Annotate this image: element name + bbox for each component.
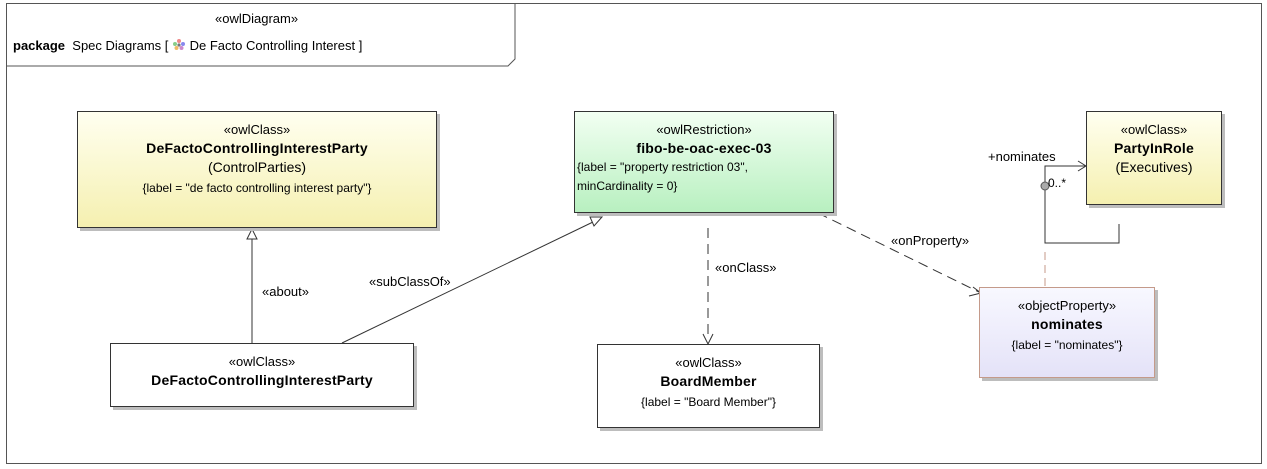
restriction-name: fibo-be-oac-exec-03 bbox=[636, 140, 772, 156]
class-name: DeFactoControllingInterestParty bbox=[151, 372, 373, 388]
multiplicity-label: 0..* bbox=[1048, 176, 1067, 190]
class-name: BoardMember bbox=[660, 373, 757, 389]
frame-title: Spec Diagrams [ bbox=[72, 38, 169, 53]
class-stereotype: «owlClass» bbox=[675, 355, 742, 370]
onproperty-edge bbox=[817, 212, 982, 294]
frame-diagram-name: De Facto Controlling Interest ] bbox=[189, 38, 363, 53]
role-label: +nominates bbox=[988, 149, 1056, 164]
ownership-dot bbox=[1040, 181, 1050, 191]
onclass-arrowhead bbox=[702, 333, 714, 346]
class-name: PartyInRole bbox=[1114, 140, 1194, 156]
subclassof-edge bbox=[341, 221, 594, 344]
class-stereotype: «owlClass» bbox=[223, 122, 291, 137]
restriction-box[interactable]: «owlRestriction» fibo-be-oac-exec-03 {la… bbox=[574, 111, 834, 213]
frame-keyword: package bbox=[13, 38, 66, 53]
class-stereotype: «owlClass» bbox=[1120, 122, 1188, 137]
objectproperty-name: nominates bbox=[1031, 316, 1103, 332]
class-subtitle: (Executives) bbox=[1115, 159, 1193, 175]
restriction-label-line1: {label = "property restriction 03", bbox=[577, 160, 748, 174]
class-subtitle: (ControlParties) bbox=[207, 159, 307, 175]
class-box-defactocontrollinginterestparty-top[interactable]: «owlClass» DeFactoControllingInterestPar… bbox=[77, 111, 437, 228]
restriction-label-line2: minCardinality = 0} bbox=[577, 179, 678, 193]
class-label: {label = "Board Member"} bbox=[641, 395, 776, 409]
class-name: DeFactoControllingInterestParty bbox=[146, 140, 368, 156]
diagram-flower-icon bbox=[173, 39, 185, 50]
subclassof-label: «subClassOf» bbox=[369, 274, 451, 289]
objectproperty-box-nominates[interactable]: «objectProperty» nominates {label = "nom… bbox=[979, 287, 1155, 378]
objectproperty-stereotype: «objectProperty» bbox=[1017, 298, 1117, 313]
subclassof-arrowhead bbox=[589, 216, 604, 227]
onproperty-label: «onProperty» bbox=[891, 233, 970, 248]
nominates-loop bbox=[1044, 165, 1120, 244]
diagram-frame bbox=[6, 3, 1262, 464]
about-label: «about» bbox=[262, 284, 309, 299]
objectproperty-label: {label = "nominates"} bbox=[1011, 338, 1123, 352]
class-box-partyinrole[interactable]: «owlClass» PartyInRole (Executives) bbox=[1086, 111, 1222, 205]
class-label: {label = "de facto controlling interest … bbox=[142, 181, 372, 195]
class-box-boardmember[interactable]: «owlClass» BoardMember {label = "Board M… bbox=[597, 344, 820, 428]
onclass-label: «onClass» bbox=[715, 260, 777, 275]
frame-stereotype: «owlDiagram» bbox=[215, 11, 299, 26]
about-arrowhead bbox=[246, 227, 258, 240]
frame-header: package Spec Diagrams [ De Facto Control… bbox=[13, 38, 362, 53]
restriction-stereotype: «owlRestriction» bbox=[656, 122, 752, 137]
class-stereotype: «owlClass» bbox=[228, 354, 296, 369]
class-box-defactocontrollinginterestparty-bottom[interactable]: «owlClass» DeFactoControllingInterestPar… bbox=[110, 343, 414, 407]
